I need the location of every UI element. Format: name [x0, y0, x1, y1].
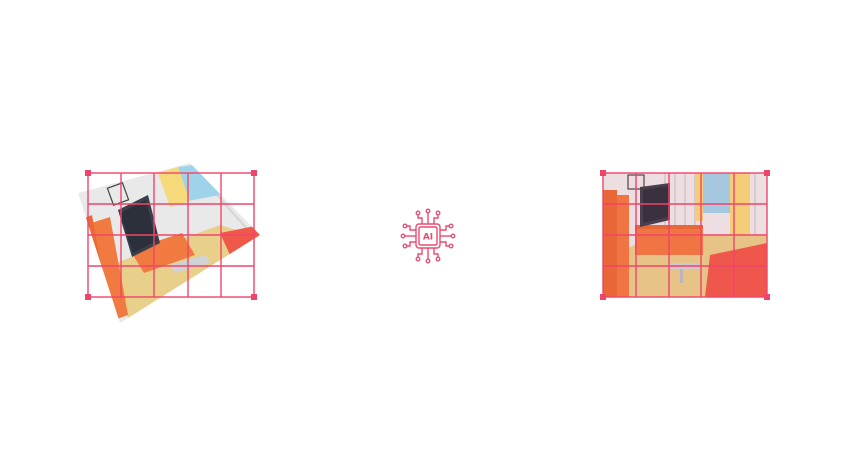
crop-grid [87, 172, 255, 298]
straightened-room-illustration [600, 170, 770, 300]
crop-handle-top-left[interactable] [85, 170, 91, 176]
crop-grid [602, 172, 768, 298]
crop-handle-top-right[interactable] [251, 170, 257, 176]
crop-handle-top-right[interactable] [764, 170, 770, 176]
crop-handle-bottom-right[interactable] [764, 294, 770, 300]
straightened-image-panel [595, 165, 775, 305]
crop-handle-bottom-left[interactable] [600, 294, 606, 300]
ai-chip-icon: AI [398, 206, 458, 266]
crop-handle-top-left[interactable] [600, 170, 606, 176]
rotated-image-panel [70, 155, 270, 325]
ai-chip-label: AI [423, 233, 433, 243]
rotated-room-illustration [78, 163, 260, 323]
crop-handle-bottom-left[interactable] [85, 294, 91, 300]
crop-handle-bottom-right[interactable] [251, 294, 257, 300]
